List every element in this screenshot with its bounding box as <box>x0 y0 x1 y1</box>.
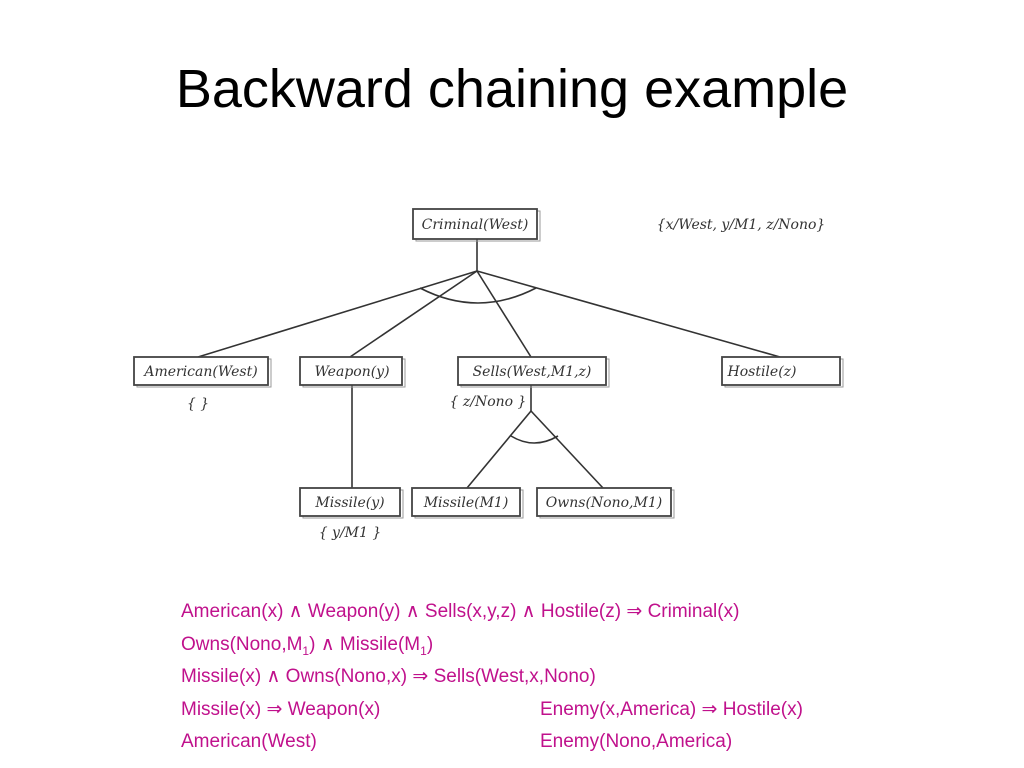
fact-missile-subscript: 1 <box>420 643 427 658</box>
fact-owns-subscript: 1 <box>302 643 310 658</box>
node-weapon-y-label: Weapon(y) <box>314 364 389 380</box>
node-missile-m1-label: Missile(M1) <box>423 495 509 511</box>
slide-title: Backward chaining example <box>175 59 849 119</box>
edge-root-sells <box>476 270 532 358</box>
fact-row-american-enemy: American(West) Enemy(Nono,America) <box>181 726 739 759</box>
knowledge-base-rules: American(x) ∧ Weapon(y) ∧ Sells(x,y,z) ∧… <box>181 596 803 759</box>
sells-edges <box>466 385 604 489</box>
edge-root-american <box>197 270 478 358</box>
node-american-west-label: American(West) <box>142 364 257 380</box>
rule-row-weapon-hostile: Missile(x) ⇒ Weapon(x) Enemy(x,America) … <box>181 694 803 727</box>
node-criminal-west-label: Criminal(West) <box>422 217 529 233</box>
node-criminal-west: Criminal(West) <box>412 208 541 242</box>
fact-enemy: Enemy(Nono,America) <box>540 731 733 752</box>
sells-substitution: { z/Nono } <box>450 394 527 410</box>
rule-sells: Missile(x) ∧ Owns(Nono,x) ⇒ Sells(West,x… <box>181 666 596 687</box>
fact-owns-missile: Owns(Nono,M1) ∧ Missile(M1) <box>181 629 739 662</box>
edge-sells-missile <box>466 410 532 489</box>
node-weapon-y: Weapon(y) <box>299 356 406 388</box>
node-missile-y-label: Missile(y) <box>314 495 384 511</box>
node-owns-label: Owns(Nono,M1) <box>546 495 662 511</box>
rule-weapon: Missile(x) ⇒ Weapon(x) <box>181 698 381 720</box>
american-substitution: { } <box>187 396 209 412</box>
rule-hostile: Enemy(x,America) ⇒ Hostile(x) <box>540 698 803 720</box>
fact-owns-prefix: Owns(Nono,M <box>181 633 303 655</box>
node-missile-y: Missile(y) <box>299 487 404 519</box>
edge-root-weapon <box>349 270 478 358</box>
and-arc-root <box>419 287 537 304</box>
node-owns: Owns(Nono,M1) <box>536 487 675 519</box>
fact-missile-middle: ) ∧ Missile(M <box>309 633 421 655</box>
root-edges <box>197 238 781 358</box>
edge-sells-owns <box>530 410 604 489</box>
fact-american: American(West) <box>181 731 317 752</box>
node-american-west: American(West) <box>133 356 272 388</box>
fact-missile-suffix: ) <box>426 633 434 655</box>
node-sells: Sells(West,M1,z) <box>457 356 610 388</box>
node-missile-m1: Missile(M1) <box>411 487 524 519</box>
node-sells-label: Sells(West,M1,z) <box>473 364 592 380</box>
node-hostile-z-label: Hostile(z) <box>727 364 797 380</box>
rule-criminal: American(x) ∧ Weapon(y) ∧ Sells(x,y,z) ∧… <box>181 601 740 622</box>
and-arc-sells <box>510 435 559 444</box>
root-substitution: {x/West, y/M1, z/Nono} <box>657 217 826 233</box>
node-hostile-z: Hostile(z) <box>721 356 844 388</box>
edge-root-hostile <box>476 270 781 358</box>
missile-y-substitution: { y/M1 } <box>319 525 382 541</box>
